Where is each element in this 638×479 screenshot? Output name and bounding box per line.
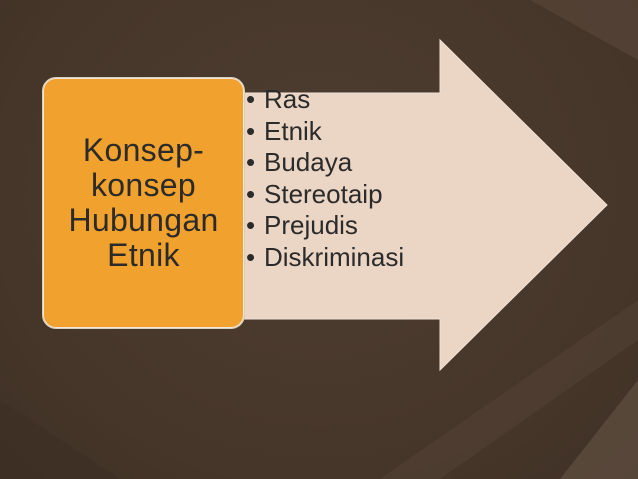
- concept-box-title: Konsep- konsep Hubungan Etnik: [68, 133, 218, 273]
- bullet-marker: •: [246, 178, 256, 209]
- list-item-label: Ras: [264, 84, 311, 114]
- bullet-marker: •: [246, 115, 256, 146]
- list-item-label: Stereotaip: [264, 178, 383, 209]
- list-item: • Ras: [246, 84, 404, 116]
- bullet-marker: •: [246, 241, 256, 272]
- decor-swoosh-top-right: [530, 0, 638, 60]
- decor-swoosh-bottom: [380, 300, 638, 479]
- list-item: • Prejudis: [246, 210, 404, 242]
- list-item-label: Budaya: [264, 147, 353, 177]
- concept-line-1: Konsep-: [82, 132, 205, 168]
- list-item: • Diskriminasi: [246, 242, 404, 274]
- concept-box: Konsep- konsep Hubungan Etnik: [42, 77, 245, 329]
- list-item: • Budaya: [246, 147, 404, 179]
- bullet-marker: •: [246, 84, 256, 114]
- list-item-label: Diskriminasi: [264, 241, 405, 272]
- list-item: • Etnik: [246, 116, 404, 148]
- bullet-marker: •: [246, 210, 256, 240]
- decor-swoosh-right: [560, 380, 638, 479]
- list-item-label: Prejudis: [264, 210, 358, 240]
- decor-swoosh-bottom-left: [0, 400, 120, 479]
- list-item-label: Etnik: [264, 115, 322, 146]
- bullet-marker: •: [246, 147, 256, 177]
- concept-line-3: Hubungan: [68, 202, 219, 238]
- bullet-list: • Ras • Etnik • Budaya • Stereotaip • Prejudi…: [246, 84, 404, 273]
- concept-line-2: konsep: [91, 167, 196, 203]
- list-item: • Stereotaip: [246, 179, 404, 211]
- concept-line-4: Etnik: [107, 237, 180, 273]
